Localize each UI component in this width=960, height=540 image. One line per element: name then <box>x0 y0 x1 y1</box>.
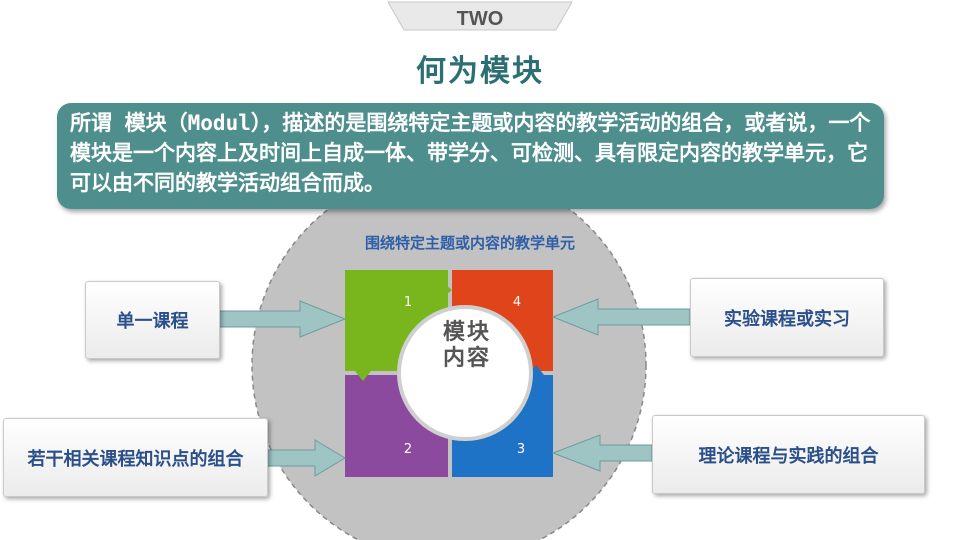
definition-text: 所谓 模块（Modul），描述的是围绕特定主题或内容的教学活动的组合，或者说，一… <box>70 111 871 195</box>
piece-number-2: 2 <box>403 442 413 457</box>
section-tab <box>387 1 573 31</box>
theory-practice-box: 理论课程与实践的组合 <box>652 415 925 494</box>
slide-title: 何为模块 <box>416 54 544 89</box>
arrow-knowledge-combo <box>265 439 346 477</box>
section-tab-label: TWO <box>456 8 504 30</box>
notch-top <box>442 282 452 298</box>
arrow-single-course <box>217 300 347 338</box>
core-label: 模块内容 <box>442 320 491 371</box>
piece-number-1: 1 <box>403 295 413 310</box>
definition-banner <box>57 103 884 209</box>
piece-number-4: 4 <box>512 295 522 310</box>
circle-caption: 围绕特定主题或内容的教学单元 <box>364 234 575 252</box>
arrow-theory-practice <box>551 434 653 472</box>
core-circle <box>397 305 533 441</box>
lab-internship-box: 实验课程或实习 <box>690 278 884 357</box>
arrow-lab-internship <box>551 298 691 336</box>
notch-left <box>355 371 371 381</box>
single-course-box: 单一课程 <box>85 281 220 359</box>
notch-bottom <box>452 452 462 468</box>
piece-number-3: 3 <box>516 442 526 457</box>
knowledge-combo-box: 若干相关课程知识点的组合 <box>3 418 268 497</box>
